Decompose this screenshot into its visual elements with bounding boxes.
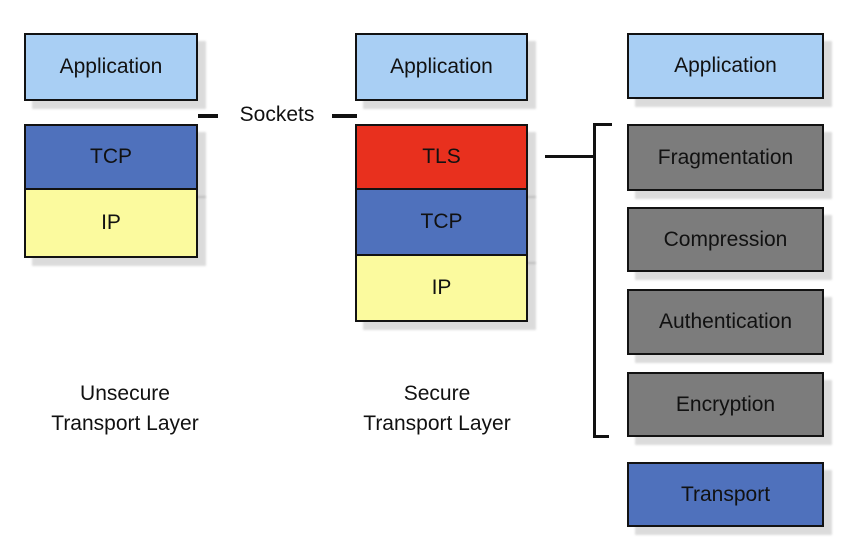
box-label-unsecure-application: Application: [59, 55, 163, 78]
box-services-compression: Compression: [627, 207, 824, 272]
caption-unsecure-transport-layer: Unsecure Transport Layer: [5, 379, 245, 439]
box-label-secure-tls: TLS: [422, 145, 461, 168]
bracket-vertical-line: [593, 123, 596, 438]
box-unsecure-ip: IP: [24, 188, 198, 258]
box-label-unsecure-tcp: TCP: [90, 145, 132, 168]
box-label-secure-tcp: TCP: [420, 210, 463, 233]
box-label-secure-ip: IP: [431, 276, 452, 299]
box-unsecure-application: Application: [24, 33, 198, 101]
sockets-label: Sockets: [239, 103, 315, 126]
box-services-encryption: Encryption: [627, 372, 824, 437]
tls-connector-line: [545, 155, 596, 158]
box-label-services-fragmentation: Fragmentation: [657, 145, 794, 169]
box-label-services-transport: Transport: [680, 482, 771, 506]
caption-line-2: Transport Layer: [51, 412, 199, 435]
box-label-unsecure-ip: IP: [101, 211, 121, 234]
box-services-authentication: Authentication: [627, 289, 824, 355]
caption-line-1: Secure: [403, 382, 471, 405]
sockets-right-tick: [332, 114, 357, 118]
box-secure-tcp: TCP: [355, 188, 528, 256]
box-secure-tls: TLS: [355, 124, 528, 190]
box-label-services-authentication: Authentication: [658, 310, 793, 333]
box-secure-ip: IP: [355, 254, 528, 322]
box-services-fragmentation: Fragmentation: [627, 124, 824, 191]
box-label-secure-application: Application: [390, 55, 493, 78]
sockets-left-tick: [198, 114, 218, 118]
bracket-top-arm: [593, 123, 612, 126]
box-unsecure-tcp: TCP: [24, 124, 198, 190]
box-label-services-compression: Compression: [663, 227, 788, 251]
caption-line-1: Unsecure: [80, 382, 170, 405]
box-services-application: Application: [627, 33, 824, 99]
box-label-services-encryption: Encryption: [675, 392, 776, 416]
caption-line-2: Transport Layer: [363, 412, 511, 435]
caption-secure-transport-layer: Secure Transport Layer: [317, 379, 557, 439]
box-label-services-application: Application: [674, 54, 777, 77]
box-secure-application: Application: [355, 33, 528, 101]
box-services-transport: Transport: [627, 462, 824, 527]
bracket-bottom-arm: [593, 435, 609, 438]
